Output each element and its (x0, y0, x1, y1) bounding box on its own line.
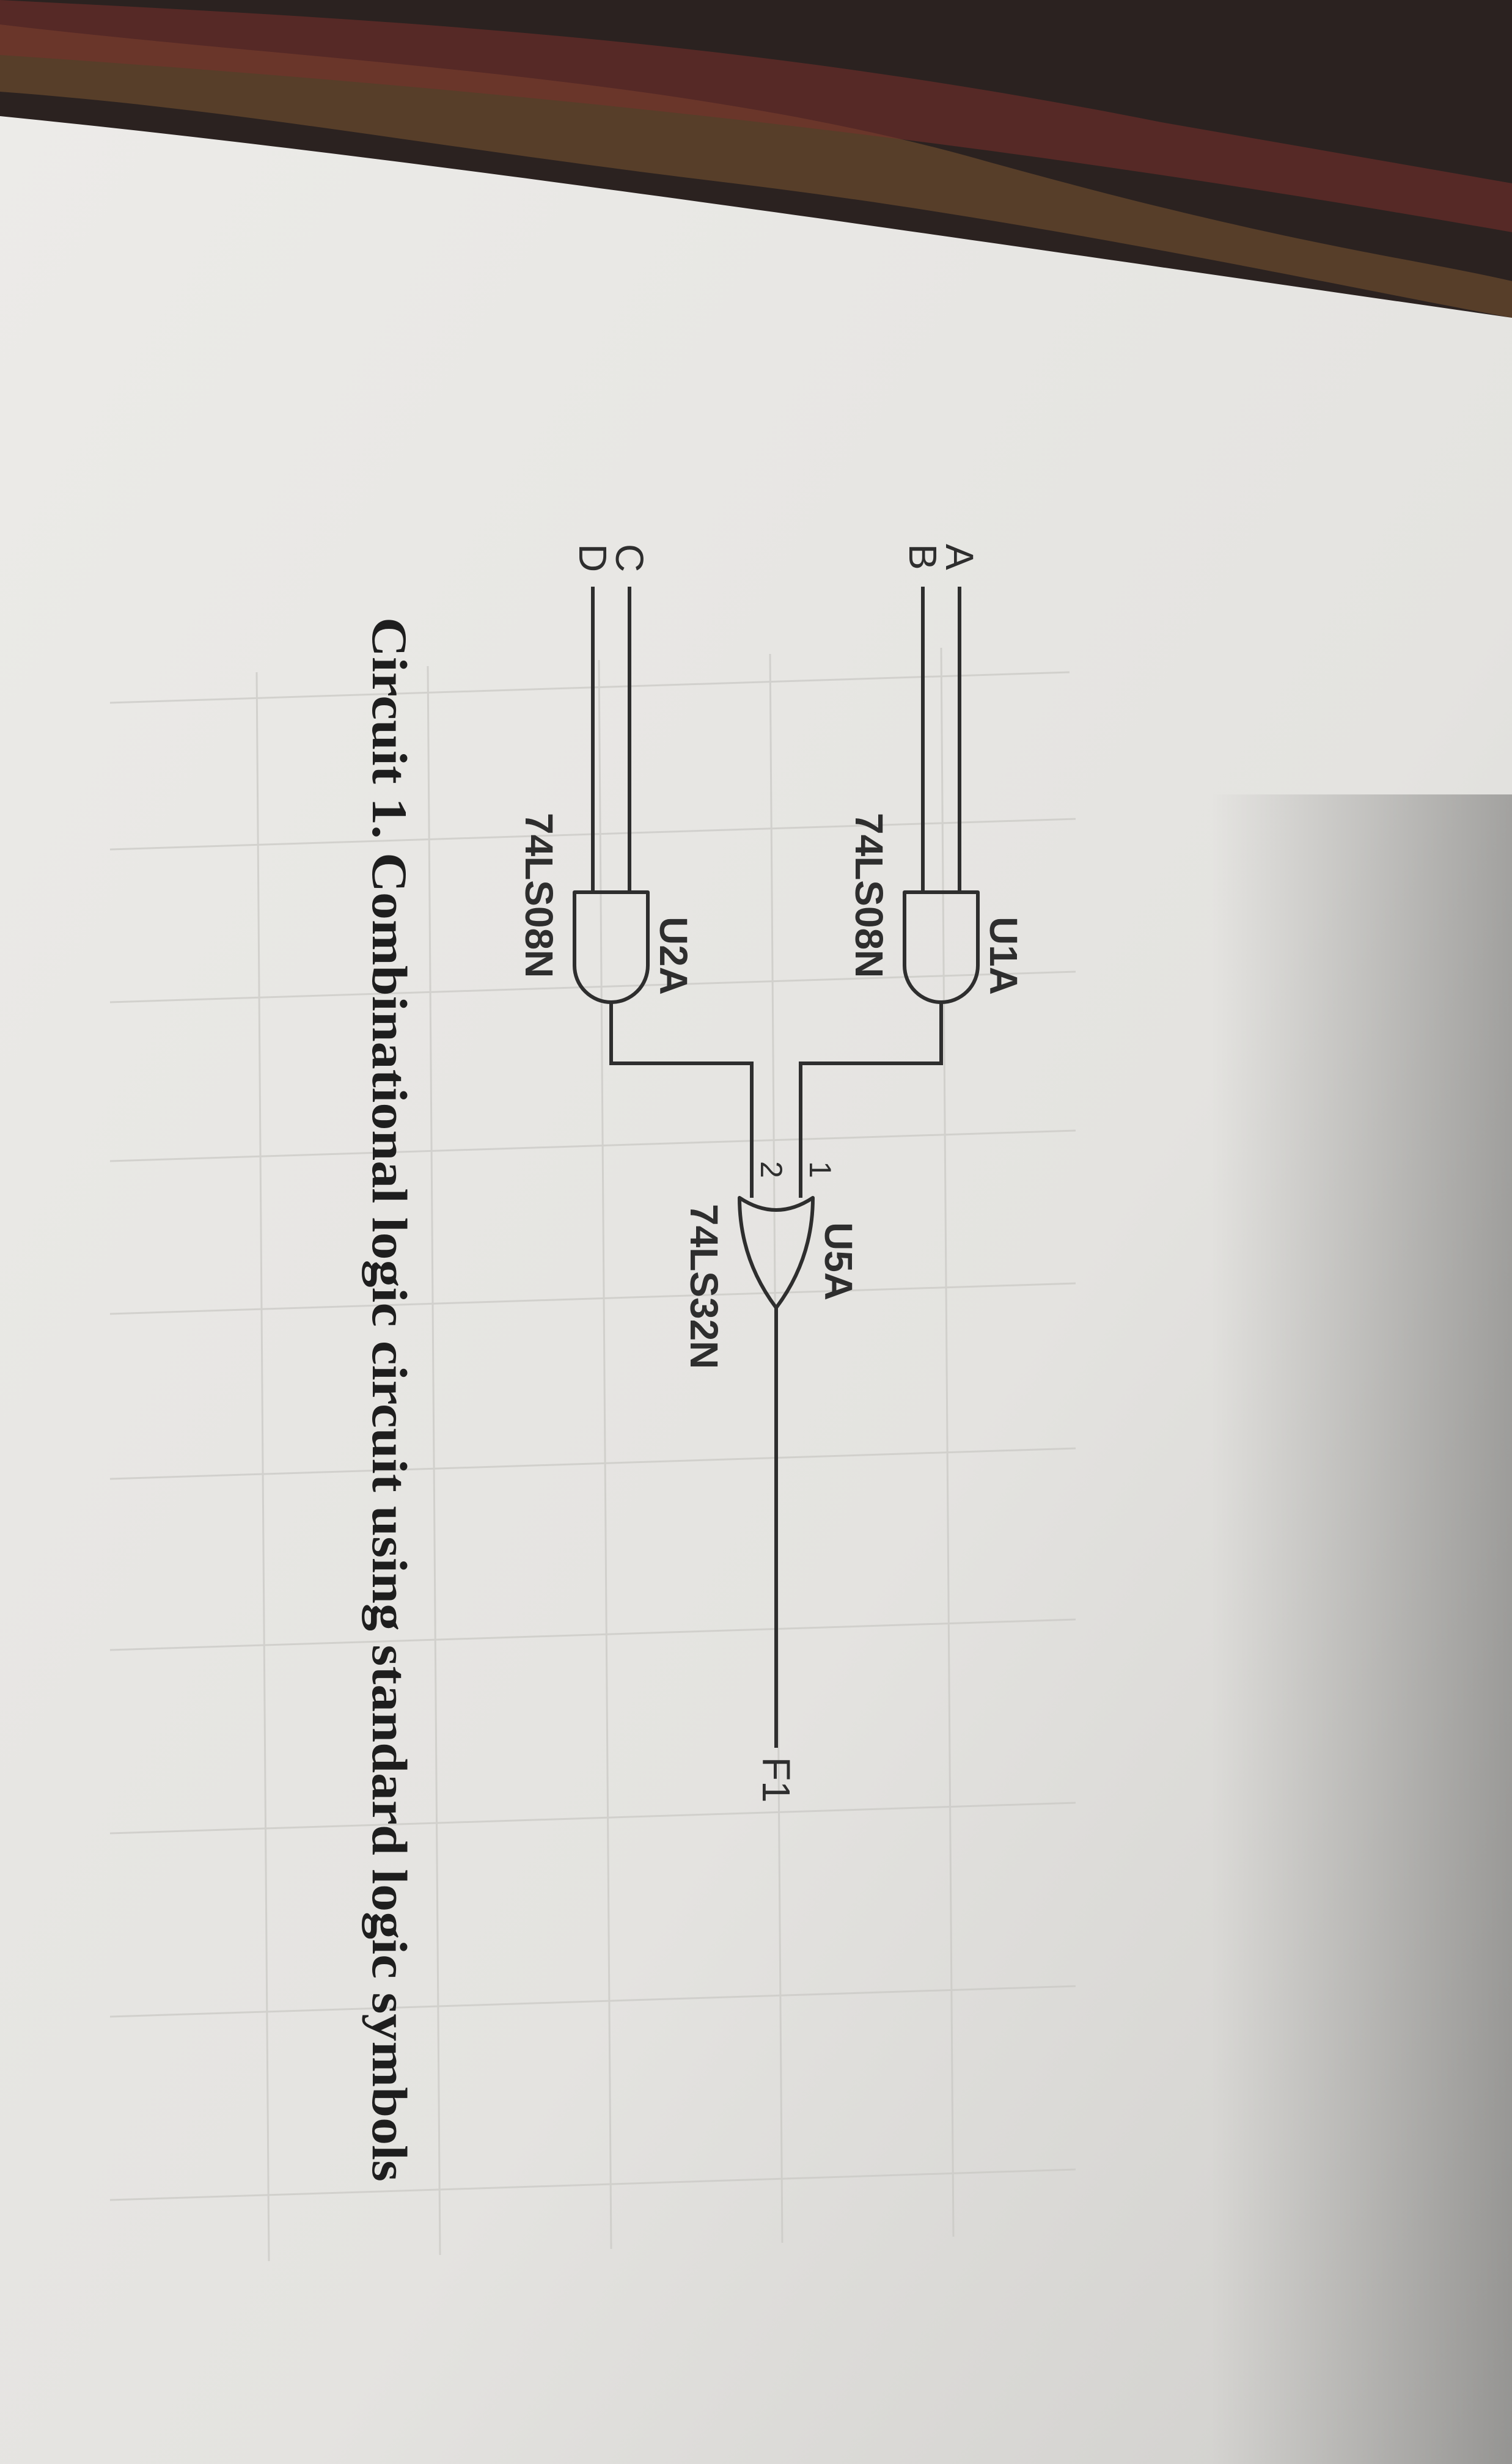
wire-u2a-to-or (609, 1002, 754, 1198)
gate-ref-u5a: U5A (817, 1222, 861, 1300)
and-gate-u1a-body (903, 890, 980, 1004)
and-gate-u2a: C D U2A 74LS08N (517, 544, 695, 1004)
wire-u1a-to-or (799, 1002, 943, 1198)
and-gate-u1a: A B U1A 74LS08N (847, 544, 1026, 1004)
input-label-d: D (571, 544, 615, 572)
gate-ref-u1a: U1A (982, 917, 1026, 995)
or-gate-u5a: U5A 74LS32N (682, 1196, 861, 1369)
paper-sheet (0, 116, 1512, 2464)
or-gate-u5a-body (738, 1196, 815, 1310)
input-label-b: B (901, 544, 945, 570)
fabric-pattern-2 (0, 0, 1512, 232)
gate-part-u2a: 74LS08N (517, 813, 561, 978)
input-label-c: C (607, 544, 651, 572)
hand-shadow (1210, 794, 1512, 2464)
gate-ref-u2a: U2A (651, 917, 695, 995)
or-pin-2: 2 (754, 1161, 788, 1178)
figure-caption: Circuit 1. Combinational logic circuit u… (362, 617, 417, 2182)
or-pin-1: 1 (803, 1161, 837, 1178)
fabric-pattern (0, 24, 1512, 318)
output-label-f1: F1 (754, 1757, 798, 1803)
input-label-a: A (938, 544, 982, 570)
gate-part-u1a: 74LS08N (847, 813, 891, 978)
schematic-rotated-group: A B U1A 74LS08N C D U2A 74LS08N 1 2 U5A … (362, 544, 1026, 2182)
gate-part-u5a: 74LS32N (682, 1204, 726, 1369)
and-gate-u2a-body (573, 890, 650, 1004)
